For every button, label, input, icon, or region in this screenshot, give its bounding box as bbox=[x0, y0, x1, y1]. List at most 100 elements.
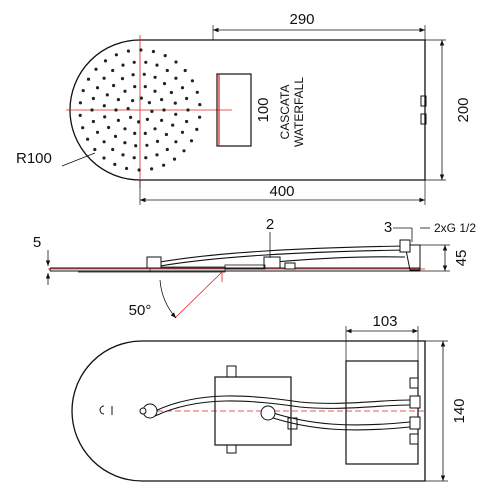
nozzle-dot bbox=[86, 77, 91, 81]
nozzle-dot bbox=[195, 90, 199, 94]
callout-2-label: 2 bbox=[266, 216, 274, 233]
nozzle-dot bbox=[93, 147, 97, 152]
nozzle-dot bbox=[155, 139, 160, 143]
nozzle-dot bbox=[155, 153, 159, 157]
nozzle-dot bbox=[162, 82, 167, 86]
dim-100-label: 100 bbox=[255, 97, 272, 122]
nozzle-dot bbox=[116, 118, 120, 122]
waterfall-slot bbox=[216, 73, 252, 147]
hose-connector-mid bbox=[260, 405, 276, 421]
dim-200-label: 200 bbox=[455, 97, 472, 122]
dim-140-label: 140 bbox=[451, 398, 468, 423]
nozzle-dot bbox=[143, 131, 147, 135]
nozzle-dot bbox=[112, 83, 116, 88]
outlet-fitting-3 bbox=[409, 416, 421, 430]
bottom-hose-2b bbox=[269, 416, 411, 431]
shower-plate-profile bbox=[78, 266, 226, 273]
nozzle-dot bbox=[131, 99, 135, 103]
nozzle-dot bbox=[78, 113, 82, 117]
nozzle-dot bbox=[134, 144, 138, 148]
nozzle-dot bbox=[160, 98, 164, 102]
top-view-outline bbox=[69, 39, 426, 181]
nozzle-dot bbox=[139, 96, 143, 100]
product-name-cascata: CASCATA bbox=[278, 85, 292, 140]
side-fitting-2 bbox=[263, 256, 281, 269]
nozzle-dot bbox=[182, 149, 186, 153]
side-fitting-1 bbox=[146, 256, 162, 269]
nozzle-dot bbox=[163, 54, 167, 58]
waterfall-lip bbox=[224, 264, 266, 270]
callout-3-label: 3 bbox=[384, 219, 392, 236]
nozzle-dot bbox=[180, 86, 185, 90]
nozzle-dot bbox=[142, 72, 146, 76]
nozzle-dot bbox=[165, 68, 169, 73]
nozzle-dot bbox=[171, 123, 175, 127]
top-fitting-2 bbox=[420, 113, 427, 125]
nozzle-dot bbox=[91, 119, 95, 124]
nozzle-dot bbox=[123, 127, 127, 131]
nozzle-dot bbox=[183, 68, 187, 73]
outlet-fitting-1 bbox=[409, 377, 419, 389]
nozzle-dot bbox=[102, 104, 106, 108]
drain-symbol bbox=[99, 405, 105, 415]
nozzle-dot bbox=[95, 130, 100, 134]
dim-5-label: 5 bbox=[33, 234, 41, 251]
nozzle-dot bbox=[133, 85, 137, 89]
dim-290-label: 290 bbox=[289, 11, 314, 28]
nozzle-dot bbox=[111, 68, 115, 73]
nozzle-dot bbox=[123, 89, 127, 93]
nozzle-dot bbox=[132, 60, 136, 64]
nozzle-dot bbox=[129, 115, 133, 119]
nozzle-dot bbox=[111, 147, 115, 152]
nozzle-dot bbox=[125, 166, 129, 171]
nozzle-dot bbox=[174, 60, 178, 64]
nozzle-dot bbox=[185, 96, 189, 101]
nozzle-dot bbox=[164, 132, 168, 137]
nozzle-dot bbox=[78, 101, 82, 105]
nozzle-dot bbox=[143, 85, 147, 89]
nozzle-dot bbox=[137, 168, 141, 172]
nozzle-dot bbox=[186, 108, 190, 112]
outlet-fitting-4 bbox=[409, 433, 419, 445]
hose-upper bbox=[159, 245, 406, 263]
bottom-hose-1 bbox=[154, 395, 411, 412]
side-view: 5 2 3 2xG 1/2 45 50° bbox=[33, 216, 477, 319]
nozzle-dot bbox=[153, 89, 157, 93]
nozzle-dot bbox=[105, 93, 109, 97]
spray-nozzles bbox=[78, 48, 202, 172]
nozzle-dot bbox=[155, 63, 159, 67]
nozzle-dot bbox=[198, 115, 202, 119]
dim-45-label: 45 bbox=[453, 250, 470, 267]
bottom-view-outline bbox=[71, 340, 426, 482]
nozzle-dot bbox=[190, 79, 194, 83]
nozzle-dot bbox=[131, 73, 135, 77]
nozzle-dot bbox=[121, 63, 125, 67]
angle-label: 50° bbox=[129, 302, 152, 319]
top-fitting-1 bbox=[420, 95, 427, 107]
radius-label: R100 bbox=[16, 150, 52, 167]
nozzle-dot bbox=[113, 162, 117, 166]
nozzle-dot bbox=[94, 67, 98, 71]
nozzle-dot bbox=[162, 163, 166, 167]
product-name-waterfall: WATERFALL bbox=[292, 77, 306, 147]
nozzle-dot bbox=[86, 137, 90, 141]
nozzle-dot bbox=[151, 49, 155, 54]
nozzle-dot bbox=[123, 141, 127, 145]
nozzle-dot bbox=[102, 140, 106, 144]
wall-plate bbox=[345, 360, 419, 465]
mixer-body bbox=[214, 376, 292, 446]
connection-label: 2xG 1/2 bbox=[434, 221, 476, 235]
nozzle-dot bbox=[144, 60, 148, 64]
bottom-hose-2 bbox=[269, 411, 411, 426]
spray-angle-line bbox=[174, 271, 223, 319]
dim-400-label: 400 bbox=[269, 183, 294, 200]
dim-103-label: 103 bbox=[372, 313, 397, 330]
outlet-fitting-2 bbox=[409, 395, 421, 409]
side-fitting-4 bbox=[284, 262, 296, 270]
nozzle-dot bbox=[95, 86, 100, 90]
nozzle-dot bbox=[198, 103, 202, 107]
nozzle-dot bbox=[133, 131, 137, 135]
nozzle-dot bbox=[172, 157, 177, 161]
bottom-hose-1b bbox=[154, 400, 411, 417]
